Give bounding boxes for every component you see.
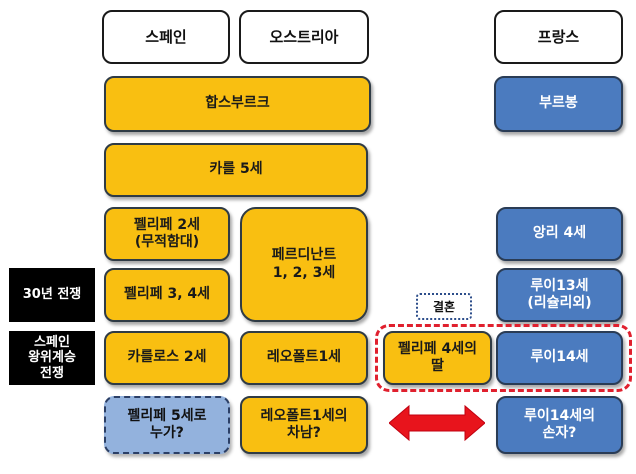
ruler-louis14: 루이14세 [496, 331, 623, 385]
ruler-carlos2: 카를로스 2세 [104, 331, 230, 385]
ruler-felipe4-daughter: 펠리페 4세의 딸 [383, 331, 492, 385]
ruler-karl5: 카를 5세 [104, 143, 368, 197]
dynasty-habsburg: 합스부르크 [104, 76, 371, 132]
ruler-felipe34: 펠리페 3, 4세 [104, 268, 230, 322]
question-louis-grandson: 루이14세의 손자? [496, 396, 623, 454]
header-france: 프랑스 [494, 10, 623, 64]
marriage-frame [375, 324, 632, 392]
header-spain: 스페인 [102, 10, 230, 64]
header-austria: 오스트리아 [239, 10, 369, 64]
side-label-succession-war: 스페인 왕위계승 전쟁 [9, 331, 95, 385]
ruler-henri4: 앙리 4세 [496, 207, 623, 261]
ruler-leopold1: 레오폴트1세 [240, 331, 368, 385]
ruler-louis13: 루이13세 (리슐리외) [496, 268, 623, 322]
double-arrow-icon [389, 404, 485, 442]
marriage-label: 결혼 [416, 293, 472, 320]
side-label-thirty-years-war: 30년 전쟁 [9, 268, 95, 322]
question-felipe5: 펠리페 5세로 누가? [104, 396, 230, 454]
ruler-felipe2: 펠리페 2세 (무적함대) [104, 207, 230, 261]
ruler-ferdinand: 페르디난트 1, 2, 3세 [240, 207, 368, 322]
question-leopold-son: 레오폴트1세의 차남? [240, 396, 368, 454]
dynasty-bourbon: 부르봉 [494, 76, 623, 132]
